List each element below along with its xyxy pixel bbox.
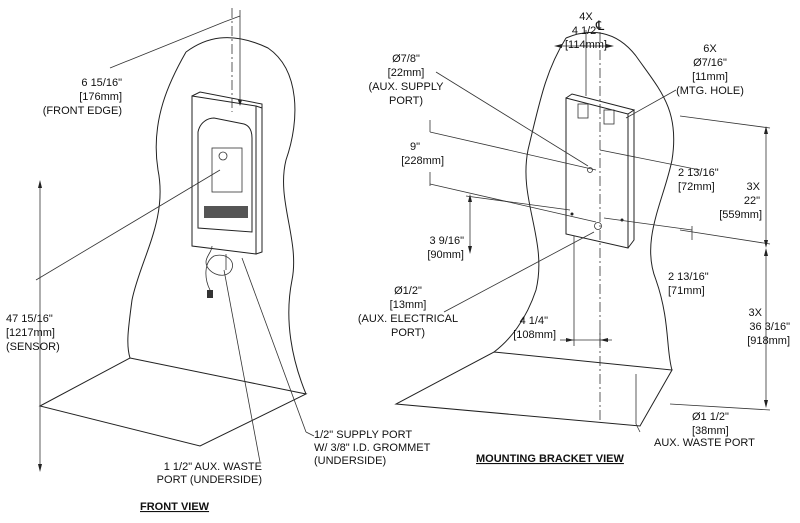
front-floor <box>38 357 308 447</box>
front-view-title: FRONT VIEW <box>140 501 210 513</box>
aux-electrical-hole <box>594 222 602 230</box>
bracket-wall-outline <box>493 32 675 371</box>
mtg-hole-label: (MTG. HOLE) <box>676 85 744 97</box>
dim-front-edge-1: 6 15/16" <box>81 77 122 89</box>
dim-3x-36-qty: 3X <box>749 307 763 319</box>
front-wall-outline <box>127 37 307 395</box>
waste-port-1: 1 1/2" AUX. WASTE <box>164 461 262 473</box>
bracket-tab-left <box>577 103 589 119</box>
dim-sensor-2: [1217mm] <box>6 327 55 339</box>
dim-3-9-16-in: 3 9/16" <box>430 235 465 247</box>
aux-waste-mm: [38mm] <box>692 425 729 437</box>
unit-front-panel <box>197 117 253 233</box>
bracket-view-title: MOUNTING BRACKET VIEW <box>476 453 625 465</box>
dim-3x-22-qty: 3X <box>747 181 761 193</box>
waste-port-2: PORT (UNDERSIDE) <box>157 474 262 486</box>
mtg-hole-mm: [11mm] <box>692 71 728 83</box>
aux-electrical-label-1: (AUX. ELECTRICAL <box>358 313 458 325</box>
bracket-floor <box>394 351 673 427</box>
centerline-symbol: ℄ <box>595 18 605 33</box>
mtg-hole-1 <box>570 212 574 216</box>
mtg-hole-qty: 6X <box>703 43 717 55</box>
unit-display <box>211 147 243 193</box>
aux-electrical-label-2: PORT) <box>391 327 425 339</box>
front-view: 6 15/16" [176mm] (FRONT EDGE) 47 15/16" … <box>6 8 431 513</box>
dim-2-13-16-a-in: 2 13/16" <box>678 167 719 179</box>
dim-2-13-16-b-mm: [71mm] <box>668 285 705 297</box>
unit-housing <box>191 91 263 255</box>
dim-front-edge-3: (FRONT EDGE) <box>43 105 122 117</box>
dim-4x: 4X <box>579 11 593 23</box>
dim-3x-36-mm: [918mm] <box>747 335 790 347</box>
dim-4-1-4-mm: [108mm] <box>513 329 556 341</box>
unit-sensor-icon <box>218 151 228 161</box>
dim-9-mm: [228mm] <box>401 155 444 167</box>
bracket-plate <box>565 93 636 249</box>
aux-waste-dia: Ø1 1/2" <box>692 411 729 423</box>
aux-supply-label-2: PORT) <box>389 95 423 107</box>
dim-sensor-1: 47 15/16" <box>6 313 53 325</box>
supply-port-3: (UNDERSIDE) <box>314 455 386 467</box>
aux-supply-mm: [22mm] <box>388 67 425 79</box>
dim-3-9-16-mm: [90mm] <box>427 249 464 261</box>
aux-supply-label-1: (AUX. SUPPLY <box>369 81 445 93</box>
aux-supply-hole <box>587 167 593 173</box>
dim-9-in: 9" <box>410 141 420 153</box>
unit-grille <box>204 206 248 218</box>
dim-2-13-16-a-mm: [72mm] <box>678 181 715 193</box>
dim-sensor-3: (SENSOR) <box>6 341 60 353</box>
aux-electrical-dia: Ø1/2" <box>394 285 422 297</box>
bracket-tab-right <box>603 109 615 125</box>
aux-supply-dia: Ø7/8" <box>392 53 420 65</box>
supply-port-1: 1/2" SUPPLY PORT <box>314 429 412 441</box>
dim-4x-mm: [114mm] <box>565 39 607 51</box>
dim-4x-in: 4 1/2" <box>572 25 600 37</box>
dim-3x-36-in: 36 3/16" <box>749 321 790 333</box>
aux-waste-label: AUX. WASTE PORT <box>654 437 755 449</box>
dim-4-1-4-in: 4 1/4" <box>520 315 548 327</box>
bracket-view: 4X 4 1/2" [114mm] ℄ 6X Ø7/16" [11mm] (MT… <box>358 11 790 465</box>
dim-front-edge-2: [176mm] <box>79 91 122 103</box>
dim-3x-22-mm: [559mm] <box>719 209 762 221</box>
aux-electrical-mm: [13mm] <box>390 299 427 311</box>
mtg-hole-dia: Ø7/16" <box>693 57 727 69</box>
supply-port-2: W/ 3/8" I.D. GROMMET <box>314 442 431 454</box>
dim-2-13-16-b-in: 2 13/16" <box>668 271 709 283</box>
dim-3x-22-in: 22" <box>744 195 760 207</box>
power-cord <box>205 245 233 296</box>
cord-plug <box>207 290 213 298</box>
